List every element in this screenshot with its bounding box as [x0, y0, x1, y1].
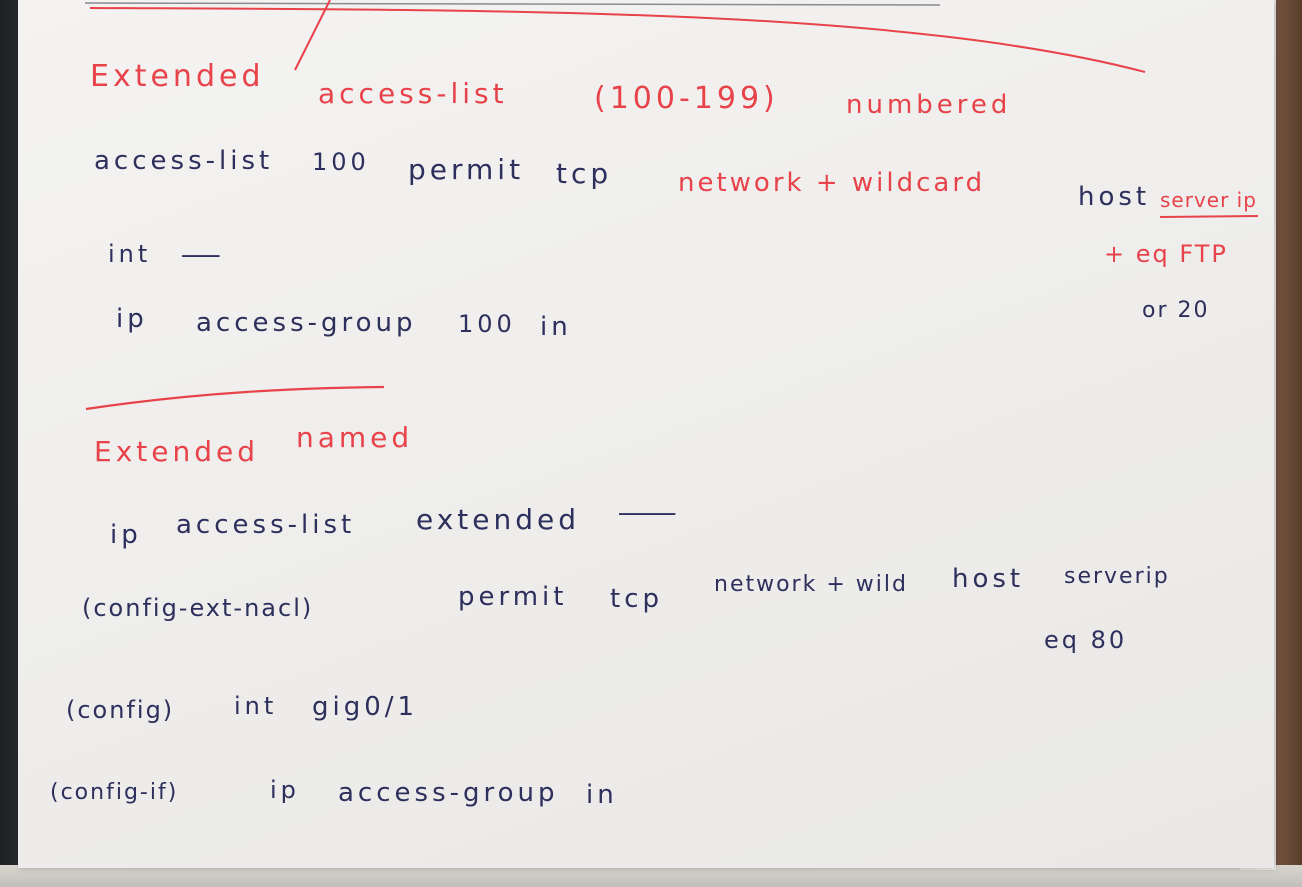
l3-interface: gig0/1 — [312, 692, 419, 722]
top-red-slash — [294, 0, 331, 71]
cmd-protocol: tcp — [556, 157, 613, 190]
l2-port: eq 80 — [1044, 626, 1128, 654]
l1-name-blank: — — [616, 498, 679, 528]
top-red-line — [89, 7, 1146, 73]
l4-direction: in — [586, 780, 618, 810]
port-or-20: or 20 — [1142, 298, 1210, 323]
cmd-server-ip: server ip — [1160, 188, 1257, 212]
section-divider — [85, 385, 385, 411]
server-ip-underline — [1159, 215, 1259, 218]
port-eq-ftp: + eq FTP — [1104, 240, 1228, 268]
int-label: int — [108, 240, 152, 268]
l4-access-group: access-group — [338, 778, 559, 808]
heading-extended: Extended — [90, 59, 265, 94]
heading2-named: named — [296, 421, 414, 454]
l1-ip: ip — [110, 520, 142, 550]
heading2-extended: Extended — [94, 435, 259, 468]
l4-prompt: (config-if) — [50, 780, 179, 805]
desk-bottom — [0, 865, 1302, 887]
l2-prompt: (config-ext-nacl) — [82, 594, 314, 622]
apply-direction: in — [540, 312, 572, 342]
l1-access-list: access-list — [176, 510, 356, 540]
l3-prompt: (config) — [66, 696, 175, 724]
top-pencil-line — [84, 2, 941, 6]
l2-permit: permit — [458, 582, 568, 612]
cmd-number: 100 — [312, 148, 370, 176]
int-blank: — — [180, 240, 222, 270]
apply-access-group: access-group — [196, 308, 417, 338]
l2-network-wild: network + wild — [714, 572, 908, 597]
cmd-network-wildcard: network + wildcard — [678, 168, 986, 198]
l2-host: host — [952, 564, 1025, 594]
l2-serverip: serverip — [1064, 564, 1170, 589]
l3-int: int — [234, 692, 278, 720]
l4-ip: ip — [270, 776, 300, 804]
l2-protocol: tcp — [610, 584, 663, 614]
notebook-page — [18, 0, 1274, 868]
heading-range: (100-199) — [594, 81, 779, 116]
cmd-access-list: access-list — [94, 146, 274, 176]
cmd-host: host — [1078, 182, 1151, 212]
apply-number: 100 — [458, 310, 516, 338]
heading-numbered: numbered — [846, 90, 1012, 120]
cmd-permit: permit — [408, 153, 525, 186]
apply-ip: ip — [116, 304, 148, 334]
l1-extended: extended — [416, 503, 581, 536]
heading-access-list: access-list — [318, 77, 508, 110]
